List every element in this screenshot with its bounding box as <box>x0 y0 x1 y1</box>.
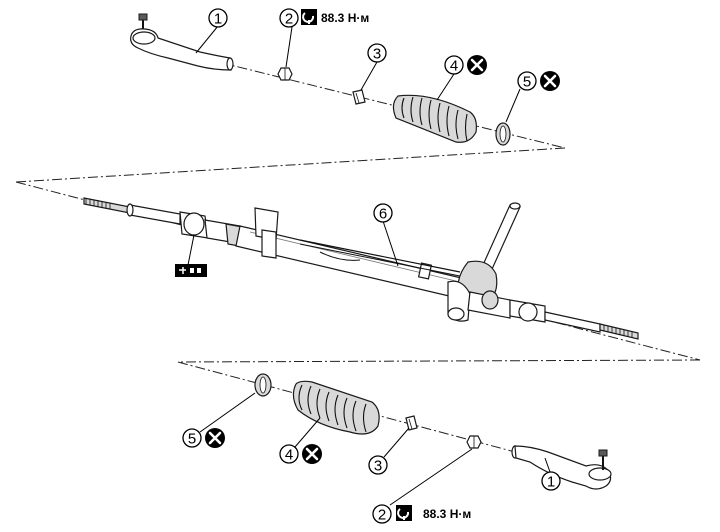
leader-grease <box>187 234 195 266</box>
bottom-lock-nut <box>466 435 482 449</box>
svg-text:4: 4 <box>450 58 458 75</box>
leader-bottom-2 <box>389 448 473 506</box>
callout-top-4: 4 <box>444 55 464 75</box>
leader-top-1 <box>195 25 219 54</box>
leader-top-2 <box>285 26 293 68</box>
connector-axis-bottom <box>177 359 701 363</box>
callout-bottom-5: 5 <box>182 428 202 448</box>
bottom-clamp <box>405 415 418 431</box>
svg-text:2: 2 <box>378 507 386 524</box>
leader-top-5 <box>505 88 521 123</box>
svg-text:5: 5 <box>188 431 196 448</box>
rack-right-tie-rod <box>509 299 639 340</box>
rack-assembly: 6 <box>15 181 701 361</box>
grease-point-icon <box>175 264 207 277</box>
bottom-boot <box>292 380 380 435</box>
callout-bottom-1: 1 <box>541 471 561 491</box>
torque-wrench-icon <box>301 9 317 25</box>
do-not-reuse-x-icon <box>467 55 487 75</box>
rack-main-tube <box>235 207 471 301</box>
callout-top-3: 3 <box>367 43 387 63</box>
svg-text:1: 1 <box>214 11 222 28</box>
connector-axis-top <box>15 147 566 183</box>
svg-text:5: 5 <box>523 74 531 91</box>
callout-top-5: 5 <box>517 71 537 91</box>
top-assembly: 1 2 88.3 Н·м 3 4 5 <box>130 8 566 149</box>
leader-bottom-4 <box>294 417 321 448</box>
leader-bottom-3 <box>383 427 410 458</box>
bottom-tie-rod-end <box>511 445 612 490</box>
top-clamp <box>352 89 366 105</box>
svg-text:2: 2 <box>285 11 293 28</box>
top-boot <box>392 94 477 143</box>
rack-left-tie-rod <box>83 197 181 225</box>
torque-wrench-icon <box>396 505 412 521</box>
leader-top-3 <box>360 61 378 91</box>
torque-value-bottom: 88.3 Н·м <box>423 507 471 521</box>
callout-top-2: 2 <box>279 8 299 28</box>
bottom-boot-clamp <box>254 373 272 397</box>
callout-bottom-3: 3 <box>368 455 388 475</box>
callout-bottom-4: 4 <box>279 444 299 464</box>
torque-value-top: 88.3 Н·м <box>321 11 369 25</box>
do-not-reuse-x-icon <box>205 428 225 448</box>
bottom-assembly: 5 4 3 2 88.3 Н·м <box>177 361 612 524</box>
svg-text:3: 3 <box>374 458 382 475</box>
leader-bottom-1 <box>544 457 551 473</box>
do-not-reuse-x-icon <box>540 71 560 91</box>
top-lock-nut <box>277 67 293 81</box>
svg-text:1: 1 <box>547 474 555 491</box>
svg-text:3: 3 <box>373 46 381 63</box>
do-not-reuse-x-icon <box>302 444 322 464</box>
svg-text:4: 4 <box>285 447 293 464</box>
top-tie-rod-end <box>130 13 234 71</box>
callout-bottom-2: 2 <box>372 504 392 524</box>
leader-center-6 <box>382 220 399 267</box>
callout-center-6: 6 <box>373 203 393 223</box>
leader-bottom-5 <box>199 392 256 433</box>
leader-top-4 <box>436 73 455 101</box>
top-boot-clamp <box>495 122 511 146</box>
rack-pinion-housing <box>447 202 521 322</box>
svg-text:6: 6 <box>379 206 387 223</box>
callout-top-1: 1 <box>208 8 228 28</box>
